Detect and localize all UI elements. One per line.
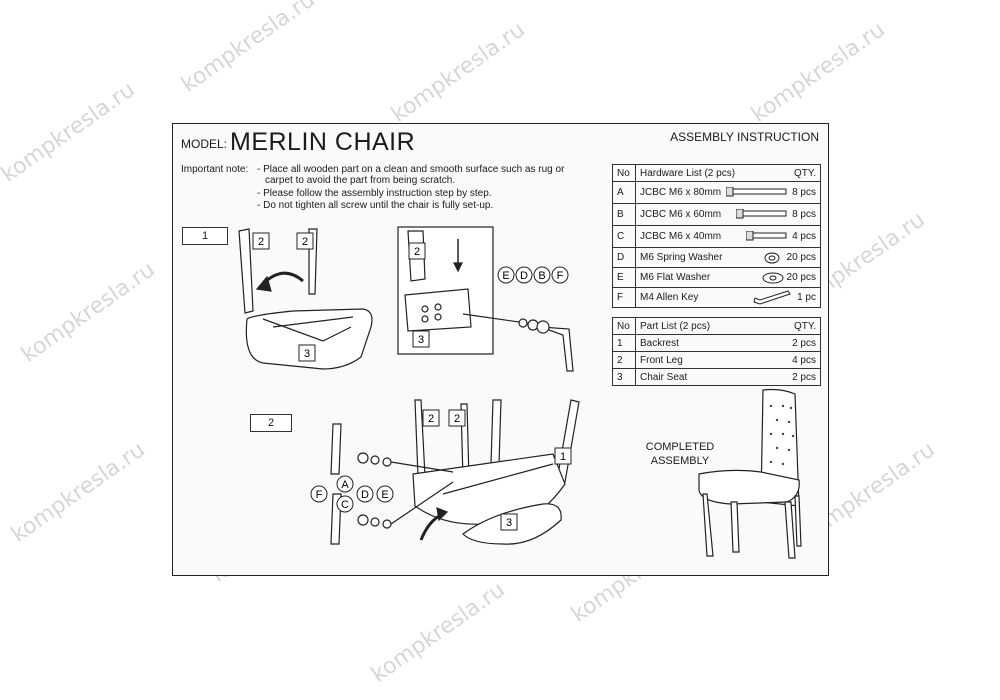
allen-key-icon (753, 290, 791, 305)
long-bolt-icon (726, 187, 787, 197)
row-no: A (612, 181, 636, 204)
row-desc-cell: M4 Allen Key (635, 287, 791, 308)
table-row: F M4 Allen Key 1 pc (612, 287, 821, 308)
row-no: 3 (612, 368, 636, 386)
flat-washer-icon (762, 272, 784, 284)
row-name: M6 Spring Washer (640, 252, 723, 263)
callout-leg: 2 (414, 246, 420, 258)
callout-c: C (341, 499, 349, 511)
row-desc-cell: JCBC M6 x 60mm (635, 203, 787, 226)
row-no: F (612, 287, 636, 308)
row-qty: 2 pcs (766, 368, 821, 386)
callout-a: A (341, 479, 349, 491)
row-desc-cell: M6 Flat Washer (635, 267, 784, 288)
callout-leg: 2 (454, 413, 460, 425)
row-name: Chair Seat (635, 368, 767, 386)
step-1-label: 1 (182, 227, 228, 245)
row-qty: 4 pcs (766, 351, 821, 369)
completed-chair-illustration (698, 388, 802, 559)
row-name: M4 Allen Key (640, 292, 699, 303)
column-header: No (612, 164, 636, 182)
column-header: Part List (2 pcs) (635, 317, 767, 335)
instruction-sheet: MODEL: MERLIN CHAIR ASSEMBLY INSTRUCTION… (172, 123, 829, 576)
assembly-title: ASSEMBLY INSTRUCTION (670, 130, 819, 144)
table-row: 3 Chair Seat 2 pcs (612, 368, 821, 386)
short-bolt-icon (746, 231, 787, 241)
callout-f: F (316, 489, 323, 501)
table-header-row: No Hardware List (2 pcs) QTY. (612, 164, 821, 182)
model-label: MODEL: (181, 137, 228, 151)
callout-d: D (361, 489, 369, 501)
note-line: - Please follow the assembly instruction… (257, 188, 492, 199)
hardware-table: No Hardware List (2 pcs) QTY. A JCBC M6 … (612, 164, 821, 308)
note-line: - Place all wooden part on a clean and s… (257, 164, 565, 175)
callout-b: B (538, 270, 545, 282)
column-header: QTY. (766, 317, 821, 335)
callout-d: D (520, 270, 528, 282)
table-header-row: No Part List (2 pcs) QTY. (612, 317, 821, 335)
callout-f: F (557, 270, 564, 282)
row-qty: 2 pcs (766, 334, 821, 352)
table-row: B JCBC M6 x 60mm 8 pcs (612, 203, 821, 226)
callout-e: E (381, 489, 388, 501)
callout-backrest: 1 (560, 451, 566, 463)
callout-seat: 3 (506, 517, 512, 529)
callout-seat: 3 (304, 348, 310, 360)
step-2-label: 2 (250, 414, 292, 432)
table-row: C JCBC M6 x 40mm 4 pcs (612, 225, 821, 248)
completed-assembly-label: COMPLETED ASSEMBLY (645, 441, 715, 467)
callout-leg: 2 (302, 236, 308, 248)
row-name: JCBC M6 x 40mm (640, 231, 722, 242)
spring-washer-icon (764, 252, 780, 264)
row-desc-cell: JCBC M6 x 80mm (635, 181, 787, 204)
table-row: D M6 Spring Washer 20 pcs (612, 247, 821, 268)
model-name: MERLIN CHAIR (230, 128, 416, 156)
row-name: M6 Flat Washer (640, 272, 711, 283)
watermark: kompkresla.ru (386, 17, 530, 128)
row-desc-cell: M6 Spring Washer (635, 247, 780, 268)
watermark: kompkresla.ru (6, 437, 150, 548)
medium-bolt-icon (736, 209, 787, 219)
note-line: - Do not tighten all screw until the cha… (257, 200, 494, 211)
column-header: QTY. (770, 164, 821, 182)
row-desc-cell: JCBC M6 x 40mm (635, 225, 787, 248)
callout-e: E (502, 270, 509, 282)
watermark: kompkresla.ru (176, 0, 320, 98)
watermark: kompkresla.ru (16, 257, 160, 368)
column-header: Hardware List (2 pcs) (635, 164, 771, 182)
callout-leg: 2 (428, 413, 434, 425)
watermark: kompkresla.ru (0, 77, 140, 188)
callout-leg: 2 (258, 236, 264, 248)
table-row: A JCBC M6 x 80mm 8 pcs (612, 181, 821, 204)
step-2-illustration: 2 2 1 3 F A C D E (310, 399, 580, 545)
watermark: kompkresla.ru (746, 17, 890, 128)
callout-seat: 3 (418, 334, 424, 346)
row-name: JCBC M6 x 60mm (640, 209, 722, 220)
important-note-label: Important note: (181, 164, 249, 175)
row-name: Backrest (635, 334, 767, 352)
note-line: carpet to avoid the part from being scra… (265, 175, 456, 186)
watermark: kompkresla.ru (366, 577, 510, 688)
parts-table: No Part List (2 pcs) QTY. 1 Backrest 2 p… (612, 317, 821, 386)
step-1-illustration: 2 2 3 2 3 E D B F (238, 226, 574, 372)
row-name: Front Leg (635, 351, 767, 369)
row-name: JCBC M6 x 80mm (640, 187, 722, 198)
